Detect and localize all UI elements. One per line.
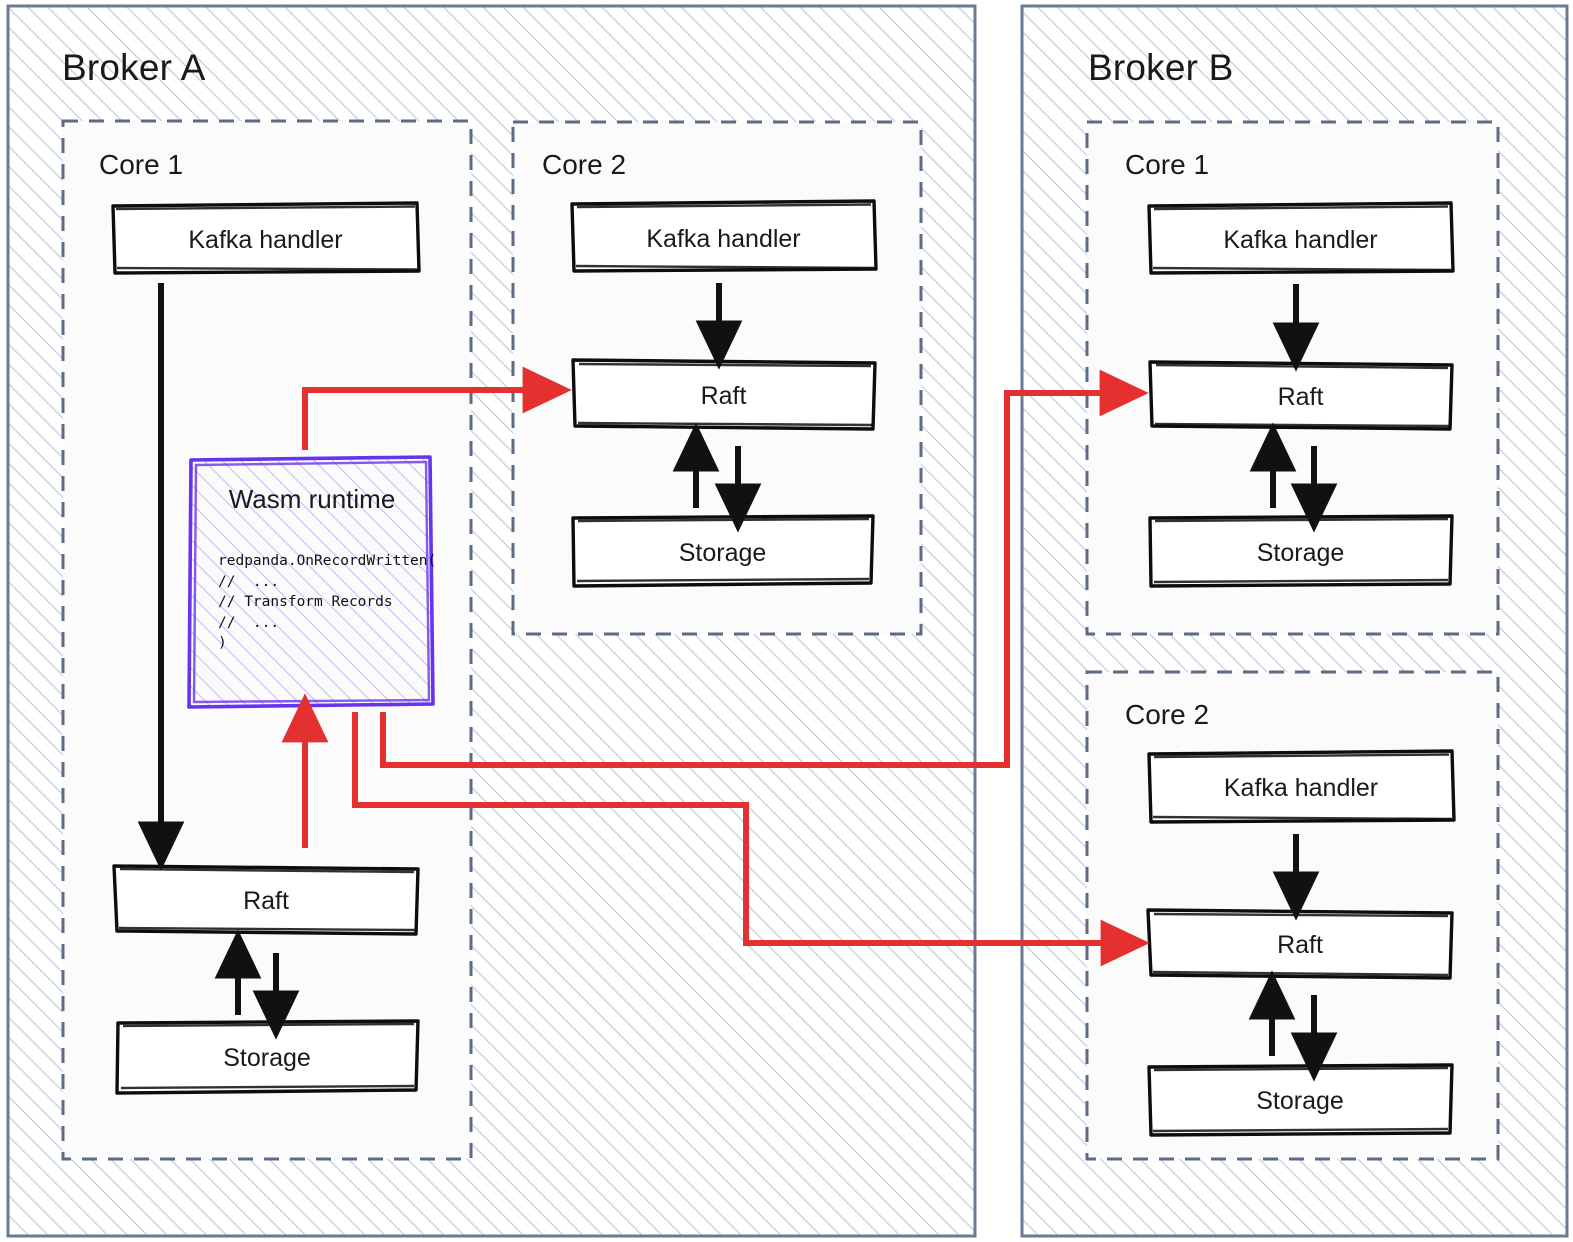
b2-storage-box[interactable] bbox=[1147, 1063, 1454, 1137]
wasm-to-a2-raft-arrow bbox=[302, 366, 572, 450]
a1-wasm-runtime-box[interactable] bbox=[187, 455, 435, 709]
b2-kafka-handler-box[interactable] bbox=[1147, 749, 1456, 824]
a2-raft-box[interactable] bbox=[571, 358, 877, 431]
wasm-to-b2-raft-arrow bbox=[352, 712, 1150, 967]
b2-raft-box[interactable] bbox=[1146, 908, 1454, 980]
b1-storage-box[interactable] bbox=[1148, 514, 1454, 588]
a1-kafka-handler-box[interactable] bbox=[111, 201, 421, 275]
a2-storage-box[interactable] bbox=[571, 514, 875, 588]
a1-storage-box[interactable] bbox=[115, 1019, 420, 1095]
a2-kafka-handler-box[interactable] bbox=[570, 199, 878, 273]
a1-wasm-runtime-code: redpanda.OnRecordWritten( // ... // Tran… bbox=[218, 553, 437, 652]
b1-kafka-handler-box[interactable] bbox=[1147, 201, 1455, 275]
b1-raft-box[interactable] bbox=[1148, 360, 1454, 431]
wasm-to-b1-raft-arrow bbox=[380, 369, 1149, 768]
a1-raft-box[interactable] bbox=[112, 864, 420, 936]
